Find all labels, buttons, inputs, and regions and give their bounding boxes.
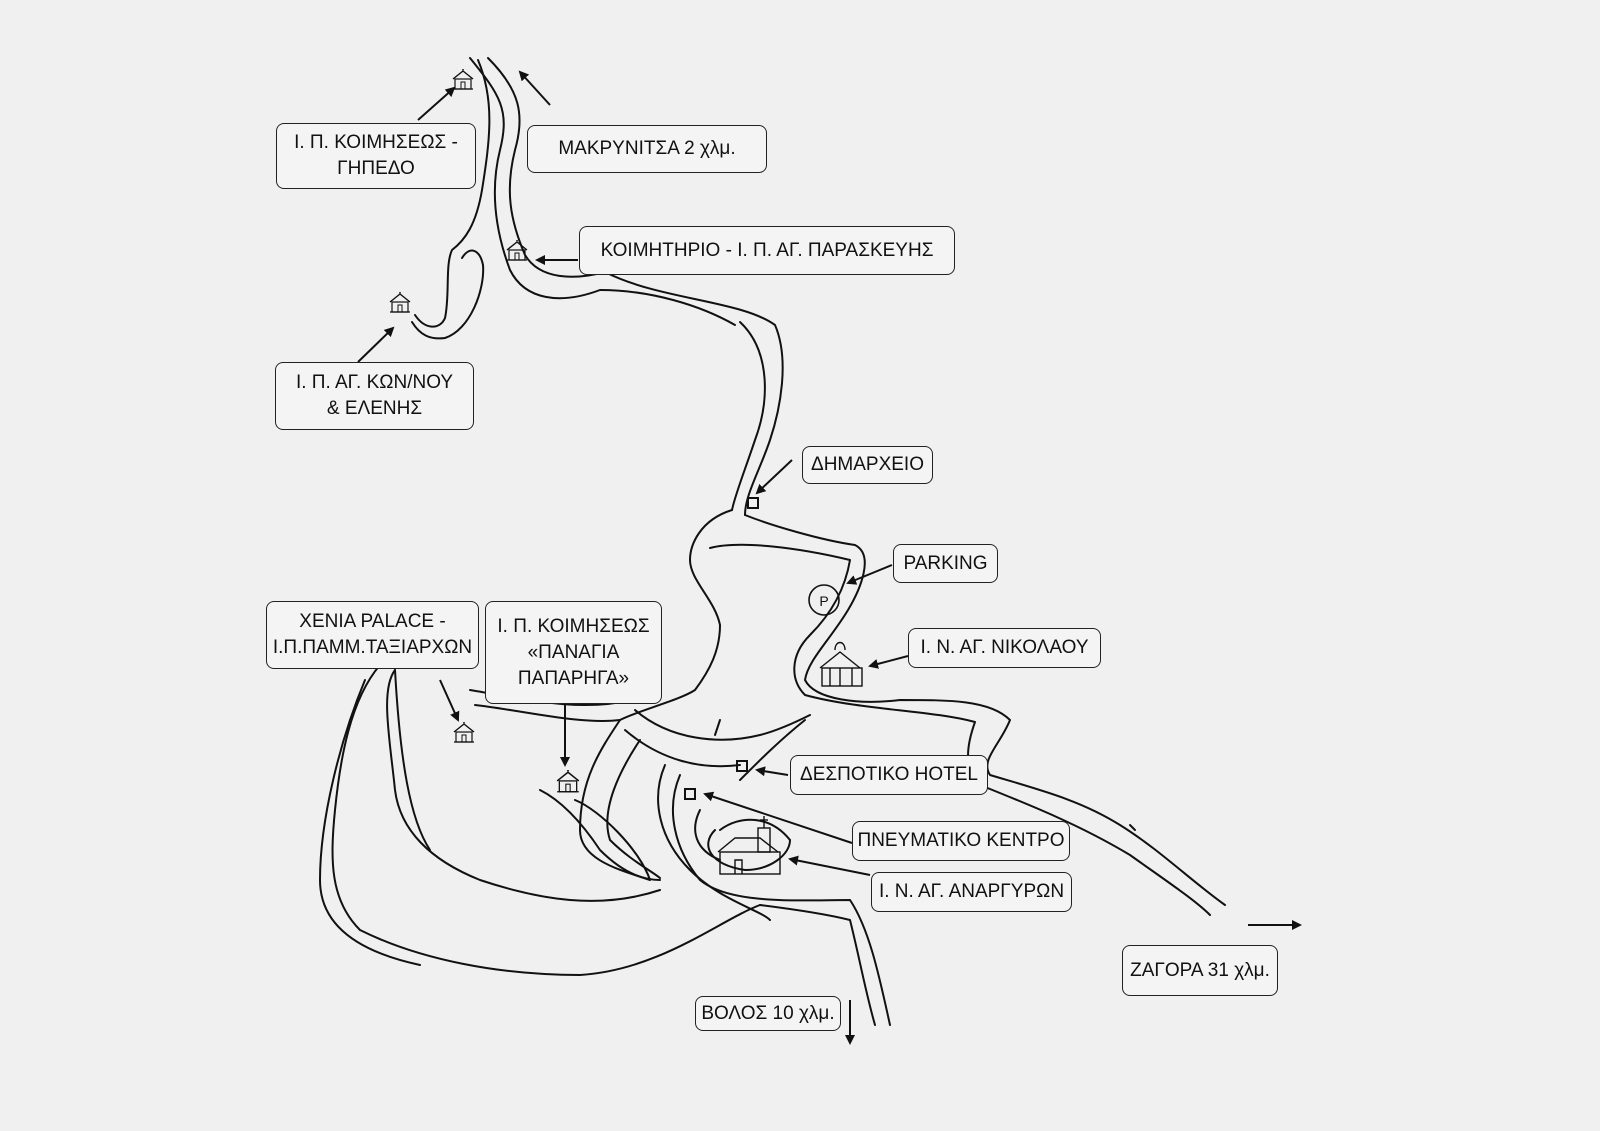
label-text: ΒΟΛΟΣ 10 χλμ. (701, 1002, 835, 1024)
label-despotiko-hotel: ΔΕΣΠΟΤΙΚΟ HOTEL (790, 755, 988, 795)
label-text: ΖΑΓΟΡΑ 31 χλμ. (1130, 959, 1270, 981)
label-text: Ι. Π. ΑΓ. ΚΩΝ/ΝΟΥ (295, 372, 454, 393)
cultural-center-icon (684, 788, 696, 800)
label-text: & ΕΛΕΝΗΣ (326, 398, 423, 419)
label-koimitirio: ΚΟΙΜΗΤΗΡΙΟ - Ι. Π. ΑΓ. ΠΑΡΑΣΚΕΥΗΣ (579, 226, 955, 275)
label-text: «ΠΑΝΑΓΙΑ (527, 641, 620, 663)
hotel-icon (736, 760, 748, 772)
label-text: Ι. Ν. ΑΓ. ΑΝΑΡΓΥΡΩΝ (878, 881, 1065, 902)
label-zagora: ΖΑΓΟΡΑ 31 χλμ. (1122, 945, 1278, 996)
chapel-icon (453, 722, 475, 743)
chapel-icon (452, 69, 474, 90)
label-koimiseos-gipedo: Ι. Π. ΚΟΙΜΗΣΕΩΣ - ΓΗΠΕΔΟ (276, 123, 476, 189)
roads (319, 57, 1226, 1026)
label-text: Ι. Π. ΚΟΙΜΗΣΕΩΣ (497, 615, 650, 637)
label-text: ΠΑΠΑΡΗΓΑ» (517, 667, 630, 689)
church-icon (717, 816, 781, 875)
label-dimarxeio: ΔΗΜΑΡΧΕΙΟ (802, 446, 933, 484)
label-panagia-paparigas: Ι. Π. ΚΟΙΜΗΣΕΩΣ «ΠΑΝΑΓΙΑ ΠΑΠΑΡΗΓΑ» (485, 601, 662, 704)
label-text: Ι.Π.ΠΑΜΜ.ΤΑΞΙΑΡΧΩΝ (272, 637, 473, 658)
label-parking: PARKING (893, 544, 998, 583)
chapel-icon (506, 240, 528, 261)
church-icon (819, 641, 863, 687)
label-volos: ΒΟΛΟΣ 10 χλμ. (695, 996, 841, 1031)
label-text: ΔΗΜΑΡΧΕΙΟ (811, 454, 924, 475)
label-agios-konstantinos: Ι. Π. ΑΓ. ΚΩΝ/ΝΟΥ & ΕΛΕΝΗΣ (275, 362, 474, 430)
label-text: ΚΟΙΜΗΤΗΡΙΟ - Ι. Π. ΑΓ. ΠΑΡΑΣΚΕΥΗΣ (600, 239, 934, 261)
label-text: ΠΝΕΥΜΑΤΙΚΟ ΚΕΝΤΡΟ (857, 830, 1065, 851)
label-text: Ι. Ν. ΑΓ. ΝΙΚΟΛΑΟΥ (920, 637, 1089, 658)
label-text: Ι. Π. ΚΟΙΜΗΣΕΩΣ - (294, 132, 458, 153)
pointer-arrows (357, 70, 1302, 1045)
chapel-icon (556, 770, 580, 793)
label-text: PARKING (903, 552, 988, 574)
label-makrynitsa: ΜΑΚΡΥΝΙΤΣΑ 2 χλμ. (527, 125, 767, 173)
parking-icon-letter: P (819, 593, 828, 609)
chapel-icon (389, 292, 411, 313)
label-xenia-palace: ΧΕΝΙΑ PALACE - Ι.Π.ΠΑΜΜ.ΤΑΞΙΑΡΧΩΝ (266, 601, 479, 669)
label-text: ΧΕΝΙΑ PALACE - (299, 611, 446, 632)
label-text: ΔΕΣΠΟΤΙΚΟ HOTEL (800, 764, 978, 785)
label-agios-nikolaos: Ι. Ν. ΑΓ. ΝΙΚΟΛΑΟΥ (908, 628, 1101, 668)
label-text: ΜΑΚΡΥΝΙΤΣΑ 2 χλμ. (558, 138, 736, 159)
parking-icon: P (808, 584, 840, 616)
label-pneumatiko-kentro: ΠΝΕΥΜΑΤΙΚΟ ΚΕΝΤΡΟ (852, 821, 1070, 861)
label-text: ΓΗΠΕΔΟ (337, 158, 415, 179)
town-hall-icon (747, 497, 759, 509)
label-agioi-anargyroi: Ι. Ν. ΑΓ. ΑΝΑΡΓΥΡΩΝ (871, 872, 1072, 912)
